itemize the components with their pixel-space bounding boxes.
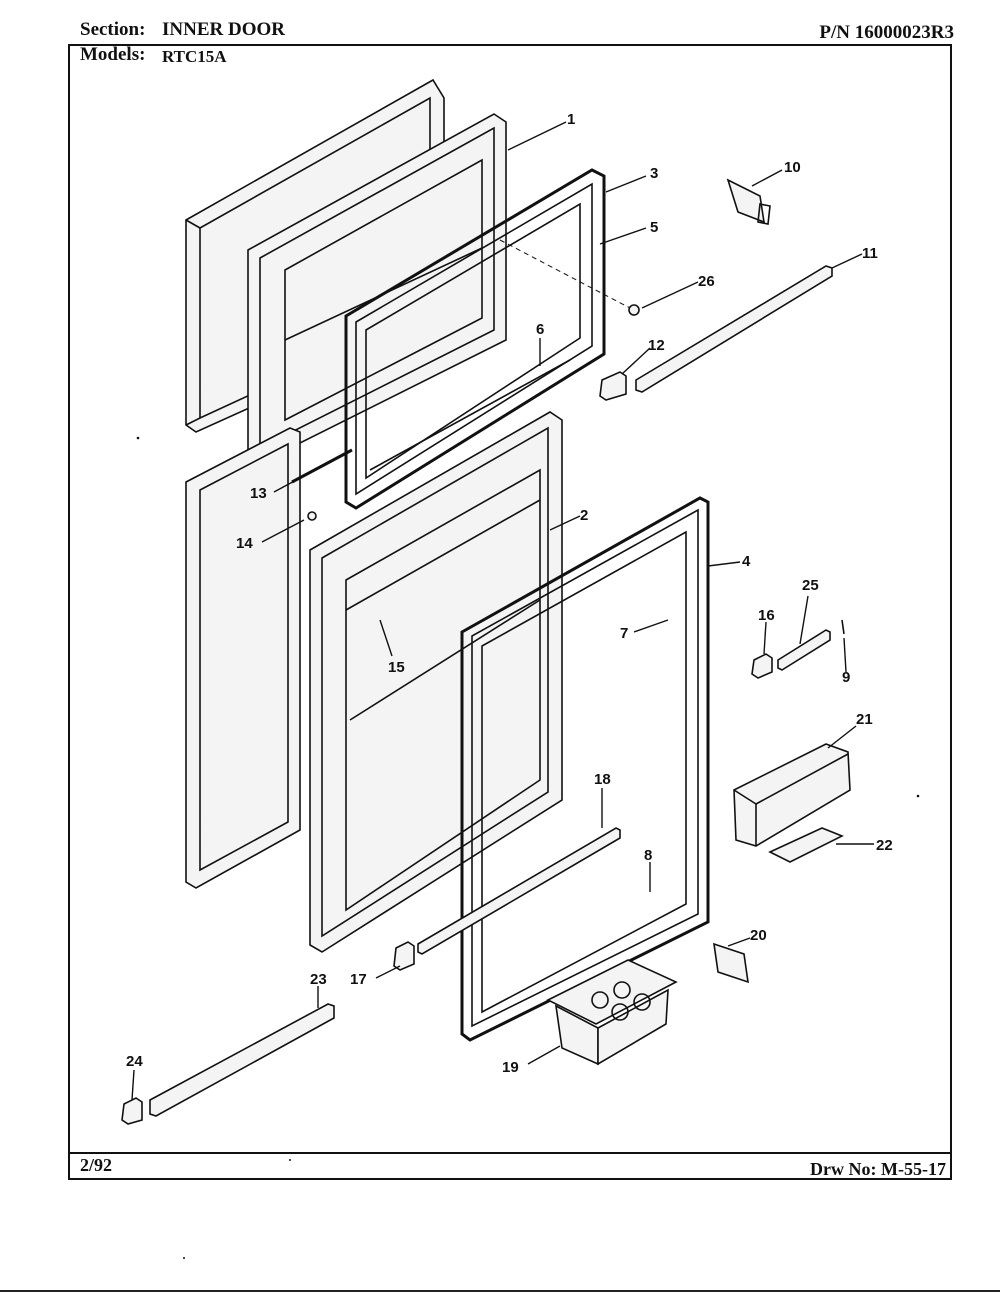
callout-1: 1 xyxy=(567,111,575,128)
callout-20: 20 xyxy=(750,927,767,944)
callout-13: 13 xyxy=(250,485,267,502)
stray-dot xyxy=(289,1159,291,1161)
part-25-bar xyxy=(777,629,831,671)
part-21-dairy-cover xyxy=(733,743,851,847)
fresh-food-outer-panel xyxy=(185,427,301,889)
fresh-food-door-liner xyxy=(309,411,563,953)
callout-14: 14 xyxy=(236,535,253,552)
callout-25: 25 xyxy=(802,577,819,594)
part-22-tray xyxy=(768,827,844,863)
callout-9: 9 xyxy=(842,669,850,686)
part-26-screw xyxy=(499,239,640,316)
stray-dot xyxy=(183,1257,185,1259)
callout-19: 19 xyxy=(502,1059,519,1076)
page-bottom-rule xyxy=(0,1290,1000,1292)
part-12-end-cap xyxy=(599,371,627,401)
callout-15: 15 xyxy=(388,659,405,676)
callout-4: 4 xyxy=(742,553,751,570)
callout-26: 26 xyxy=(698,273,715,290)
callout-7: 7 xyxy=(620,625,628,642)
callout-21: 21 xyxy=(856,711,873,728)
part-10-bracket xyxy=(726,178,771,225)
callout-5: 5 xyxy=(650,219,658,236)
section-value: INNER DOOR xyxy=(162,19,285,40)
callout-16: 16 xyxy=(758,607,775,624)
part-20-bracket xyxy=(713,942,749,984)
stray-dot xyxy=(916,794,920,798)
fresh-food-gasket xyxy=(460,496,710,1042)
callout-2: 2 xyxy=(580,507,588,524)
part-13-fastener xyxy=(291,448,353,484)
callout-24: 24 xyxy=(126,1053,143,1070)
callout-12: 12 xyxy=(648,337,665,354)
part-14-screw xyxy=(307,511,317,521)
part-24-end-cap xyxy=(121,1097,143,1125)
callout-8: 8 xyxy=(644,847,652,864)
callout-10: 10 xyxy=(784,159,801,176)
callout-18: 18 xyxy=(594,771,611,788)
models-label: Models: xyxy=(80,44,146,65)
callout-leaders xyxy=(131,121,874,1101)
callout-6: 6 xyxy=(536,321,544,338)
callout-22: 22 xyxy=(876,837,893,854)
part-9-screw xyxy=(841,619,845,635)
footer-divider xyxy=(68,1152,952,1154)
part-19-egg-bin xyxy=(546,959,678,1066)
part-16-cap xyxy=(751,653,773,679)
part-18-shelf-bar xyxy=(417,827,621,955)
callout-23: 23 xyxy=(310,971,327,988)
callout-11: 11 xyxy=(862,245,878,262)
drawing-frame xyxy=(68,44,952,1180)
freezer-door-liner xyxy=(247,113,507,463)
stray-dot xyxy=(136,436,140,440)
part-17-cap xyxy=(393,941,415,971)
part-11-shelf-bar xyxy=(635,265,833,393)
part-23-shelf-bar xyxy=(149,1003,335,1117)
callout-3: 3 xyxy=(650,165,658,182)
part-number: P/N 16000023R3 xyxy=(819,22,954,43)
section-label: Section: xyxy=(80,19,146,40)
drawing-number: Drw No: M-55-17 xyxy=(810,1159,946,1179)
footer-date: 2/92 xyxy=(80,1155,113,1175)
freezer-gasket xyxy=(344,168,606,510)
models-value: RTC15A xyxy=(162,47,227,66)
callout-17: 17 xyxy=(350,971,367,988)
